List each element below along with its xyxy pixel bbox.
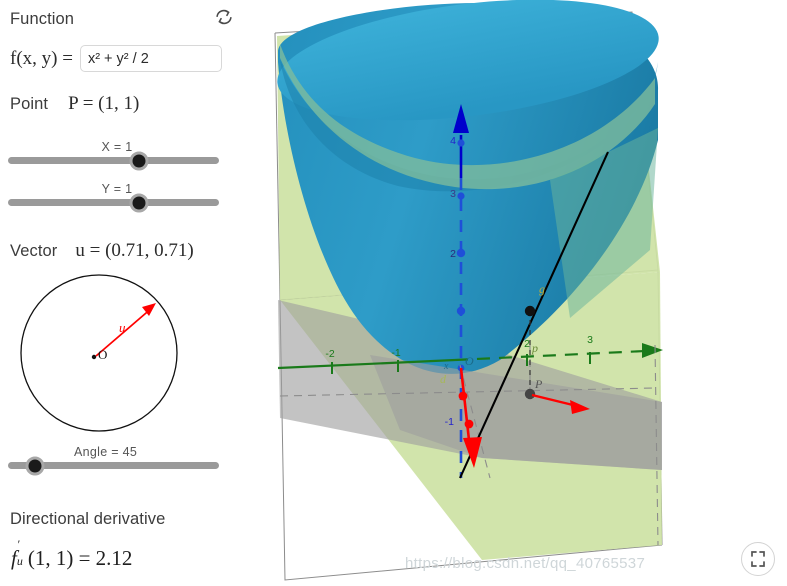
gradient-vector-red [458, 367, 482, 468]
angle-slider-label: Angle = 45 [74, 445, 138, 459]
vector-value: u = (0.71, 0.71) [75, 240, 194, 261]
y-slider-label: Y = 1 [101, 182, 133, 196]
x-slider-thumb[interactable] [129, 151, 149, 170]
result-formula: f′u (1, 1) = 2.12 [11, 537, 133, 571]
vector-row: Vector u = (0.71, 0.71) [10, 240, 194, 262]
algebra-sidebar: Function f(x, y) = Point P = (1, 1) X = … [0, 0, 250, 586]
angle-slider-block: Angle = 45 [0, 445, 250, 475]
x-tick-neg2: -2 [325, 348, 334, 360]
refresh-icon[interactable] [213, 6, 235, 28]
x-slider-track[interactable] [8, 151, 219, 170]
result-args: (1, 1) = 2.12 [27, 546, 133, 570]
angle-slider-thumb[interactable] [25, 456, 45, 475]
point-P[interactable] [524, 388, 536, 400]
angle-slider-track[interactable] [8, 456, 219, 475]
y-slider-block: Y = 1 [0, 182, 250, 212]
result-prime: ′ [16, 537, 20, 551]
vector-heading: Vector [10, 241, 58, 260]
direction-vector-at-p [531, 393, 590, 414]
graph-canvas[interactable]: 4 3 2 -1 -2 -1 2 3 O p P d g x [250, 0, 785, 586]
label-d: d [440, 372, 447, 386]
function-heading: Function [10, 10, 75, 28]
function-input[interactable] [79, 45, 222, 72]
direction-vector-line[interactable] [95, 306, 154, 357]
x-axis [277, 343, 663, 374]
origin-label: O [98, 347, 108, 362]
label-P-upper: P [534, 377, 543, 391]
result-heading: Directional derivative [10, 510, 166, 528]
paraboloid-rim [277, 0, 659, 121]
z-tick-4: 4 [450, 135, 456, 147]
function-row: f(x, y) = [10, 45, 222, 72]
direction-vector-arrowhead [142, 303, 156, 316]
origin-dot [91, 354, 97, 360]
xy-plane-gray-front [370, 355, 662, 470]
tangent-line-black [459, 151, 609, 479]
x-tick-2: 2 [524, 338, 530, 350]
label-p-lower: p [531, 341, 538, 355]
z-tick-neg1: -1 [445, 416, 454, 428]
x-slider-label: X = 1 [101, 140, 133, 154]
label-g: g [539, 282, 545, 296]
fullscreen-icon[interactable] [741, 542, 775, 576]
z-axis [453, 104, 469, 478]
result-f-symbol: f′u [11, 537, 23, 570]
x-tick-3: 3 [587, 334, 593, 346]
surface-point[interactable] [524, 305, 536, 317]
function-prefix-label: f(x, y) = [10, 47, 73, 69]
x-slider-block: X = 1 [0, 140, 250, 170]
z-tick-3: 3 [450, 188, 456, 200]
point-value: P = (1, 1) [68, 93, 140, 114]
point-row: Point P = (1, 1) [10, 93, 139, 115]
vector-u-label: u [119, 320, 126, 335]
y-slider-track[interactable] [8, 193, 219, 212]
point-heading: Point [10, 94, 49, 113]
label-O: O [465, 354, 474, 368]
plane-through-bowl-right [550, 128, 658, 318]
y-slider-thumb[interactable] [129, 193, 149, 212]
graphics-3d-view[interactable]: 4 3 2 -1 -2 -1 2 3 O p P d g x https://b… [250, 0, 787, 586]
z-tick-2: 2 [450, 248, 456, 260]
label-x-axis: x [443, 361, 449, 372]
x-tick-neg1: -1 [391, 347, 400, 359]
result-subscript: u [16, 554, 23, 568]
direction-circle-widget[interactable]: O u [18, 272, 180, 434]
plane-bowl-intersection [280, 44, 655, 190]
